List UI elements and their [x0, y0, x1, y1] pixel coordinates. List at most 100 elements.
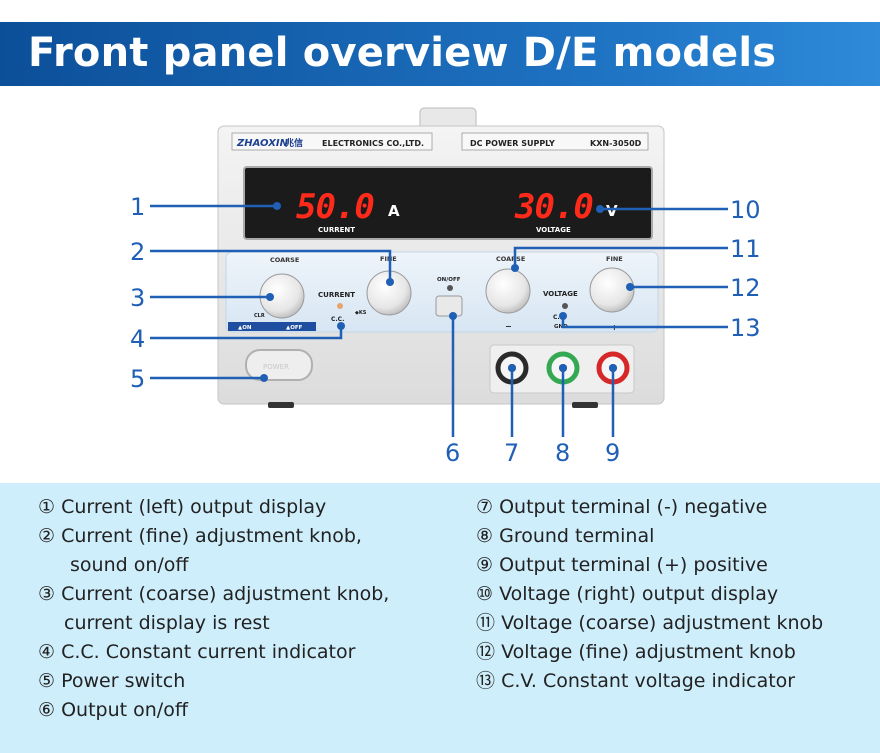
callout-number-13: 13: [730, 314, 761, 342]
legend-text: Power switch: [61, 670, 186, 692]
voltage-fine-knob[interactable]: [589, 267, 635, 313]
callout-dot-9: [609, 364, 617, 372]
minus-label: −: [505, 322, 512, 331]
legend-item-1: ① Current (left) output display: [38, 493, 389, 522]
fine-current-label: FINE: [380, 255, 397, 263]
legend-text: Output terminal (+) positive: [499, 554, 768, 576]
power-switch[interactable]: [245, 349, 313, 381]
foot-right: [572, 402, 598, 408]
brand-name: ZHAOXIN: [236, 138, 289, 149]
ks-label: ◆KS: [355, 310, 367, 316]
voltage-section-label: VOLTAGE: [543, 290, 578, 298]
legend-item-9: ⑨ Output terminal (+) positive: [476, 551, 823, 580]
legend-text: Current (left) output display: [61, 496, 327, 518]
callout-number-7: 7: [504, 439, 519, 467]
legend-text: Current (fine) adjustment knob,: [61, 525, 362, 547]
clr-label: CLR: [254, 313, 265, 319]
brand-plate: [231, 132, 433, 151]
page-title: Front panel overview D/E models: [28, 30, 777, 76]
callout-dots: [260, 202, 634, 382]
callout-number-4: 4: [130, 325, 145, 353]
callout-dot-12: [626, 283, 634, 291]
legend-panel: ① Current (left) output display ② Curren…: [0, 483, 880, 753]
onoff-label: ON/OFF: [437, 277, 461, 283]
legend-text: Current (coarse) adjustment knob,: [61, 583, 390, 605]
power-switch-label: POWER: [263, 363, 289, 371]
callout-dot-4: [337, 322, 345, 330]
callout-dot-11: [511, 264, 519, 272]
legend-text: Voltage (coarse) adjustment knob: [501, 612, 824, 634]
legend-number: ⑬: [476, 670, 496, 692]
legend-item-11: ⑪ Voltage (coarse) adjustment knob: [476, 609, 823, 638]
legend-text: Voltage (fine) adjustment knob: [501, 641, 796, 663]
callout-dot-10: [596, 205, 604, 213]
callout-number-9: 9: [605, 439, 620, 467]
legend-item-8: ⑧ Ground terminal: [476, 522, 823, 551]
onoff-indicator-led: [447, 285, 453, 291]
callout-number-5: 5: [130, 365, 145, 393]
callout-line-2: [150, 249, 392, 282]
legend-item-5: ⑤ Power switch: [38, 667, 389, 696]
on-label: ▲ON: [238, 325, 252, 331]
model-number: KXN-3050D: [590, 139, 642, 148]
callout-dot-1: [273, 202, 281, 210]
callout-dot-5: [260, 374, 268, 382]
fine-voltage-label: FINE: [606, 255, 623, 263]
voltage-unit: V: [606, 202, 618, 220]
output-onoff-button[interactable]: [435, 295, 463, 317]
display-window: [243, 166, 653, 240]
legend-text: C.V. Constant voltage indicator: [501, 670, 796, 692]
legend-item-7: ⑦ Output terminal (-) negative: [476, 493, 823, 522]
legend-item-12: ⑫ Voltage (fine) adjustment knob: [476, 638, 823, 667]
legend-number: ②: [38, 525, 56, 547]
callout-number-10: 10: [730, 196, 761, 224]
voltage-coarse-knob[interactable]: [485, 268, 531, 314]
cc-label: C.C.: [331, 316, 344, 323]
legend-number: ③: [38, 583, 56, 605]
cv-indicator-led: [562, 303, 568, 309]
legend-number: ⑥: [38, 699, 56, 721]
brand-name-cn: 兆信: [285, 137, 303, 149]
legend-item-6: ⑥ Output on/off: [38, 696, 389, 725]
model-plate: [461, 132, 649, 151]
coarse-current-label: COARSE: [270, 256, 299, 264]
callout-number-8: 8: [555, 439, 570, 467]
callout-number-1: 1: [130, 193, 145, 221]
legend-text: Output on/off: [61, 699, 188, 721]
legend-number: ⑨: [476, 554, 494, 576]
callout-dot-7: [508, 364, 516, 372]
callout-dot-8: [559, 364, 567, 372]
legend-number: ⑫: [476, 641, 496, 663]
current-display-label: CURRENT: [318, 226, 355, 234]
product-name: DC POWER SUPPLY: [470, 139, 555, 148]
callout-line-11: [513, 246, 728, 268]
callout-dot-3: [266, 293, 274, 301]
legend-number: ⑪: [476, 612, 496, 634]
off-label: ▲OFF: [286, 325, 303, 331]
legend-number: ⑦: [476, 496, 494, 518]
legend-item-3: ③ Current (coarse) adjustment knob,curre…: [38, 580, 389, 638]
callout-number-12: 12: [730, 274, 761, 302]
legend-number: ⑧: [476, 525, 494, 547]
legend-item-4: ④ C.C. Constant current indicator: [38, 638, 389, 667]
legend-column-left: ① Current (left) output display ② Curren…: [38, 493, 389, 725]
callout-dot-2: [386, 278, 394, 286]
legend-item-13: ⑬ C.V. Constant voltage indicator: [476, 667, 823, 696]
maker-name: ELECTRONICS CO.,LTD.: [322, 139, 424, 148]
legend-column-right: ⑦ Output terminal (-) negative ⑧ Ground …: [476, 493, 823, 696]
legend-text-continuation: sound on/off: [70, 554, 189, 576]
legend-number: ⑤: [38, 670, 56, 692]
callout-number-6: 6: [445, 439, 460, 467]
on-off-legend-bar: [228, 322, 316, 331]
gnd-label: GND: [554, 324, 568, 330]
current-unit: A: [388, 202, 400, 220]
legend-text: Output terminal (-) negative: [499, 496, 768, 518]
cc-indicator-led: [337, 303, 343, 309]
callout-number-11: 11: [730, 235, 761, 263]
coarse-voltage-label: COARSE: [496, 255, 525, 263]
callout-number-3: 3: [130, 284, 145, 312]
callout-dot-6: [449, 312, 457, 320]
legend-text: Ground terminal: [499, 525, 655, 547]
voltage-display: 30.0: [514, 187, 593, 227]
front-panel-diagram: ZHAOXIN 兆信 ELECTRONICS CO.,LTD. DC POWER…: [130, 107, 761, 467]
